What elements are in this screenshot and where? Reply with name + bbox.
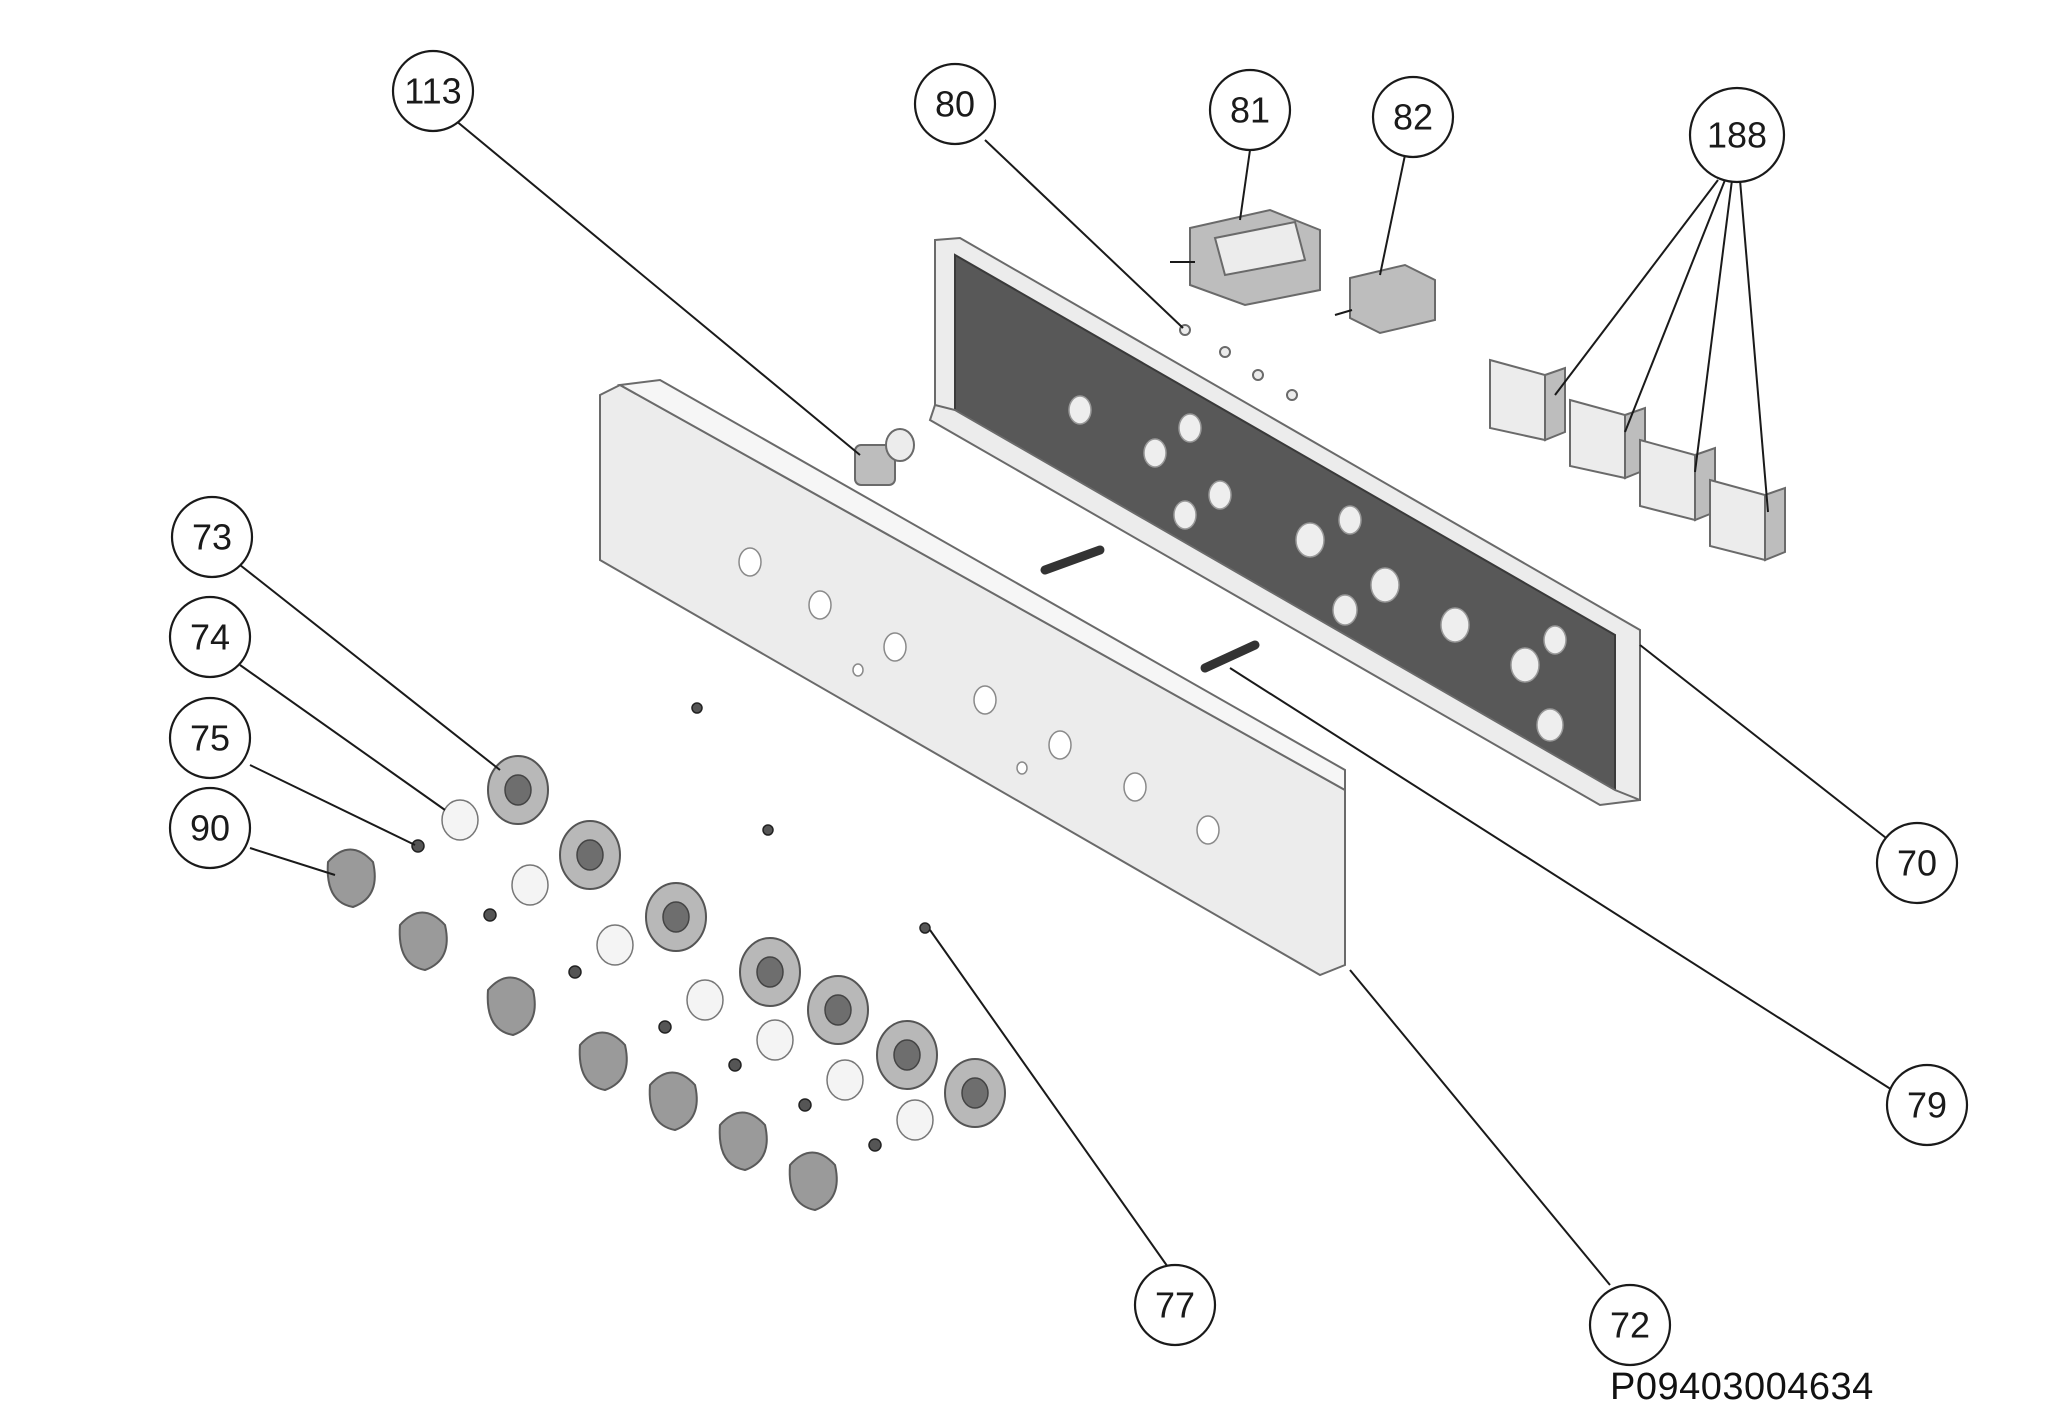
part-81-selector-switch [1170, 208, 1321, 307]
callout-79: 79 [1885, 1063, 1969, 1147]
callout-77-label: 77 [1155, 1285, 1195, 1326]
callout-188: 188 [1688, 86, 1786, 184]
small-screws [691, 702, 931, 934]
knob-assemblies [326, 755, 1006, 1212]
drawing-number: P09403004634 [1610, 1366, 1874, 1408]
part-113-switch [854, 428, 915, 486]
callout-77: 77 [1133, 1263, 1217, 1347]
leader-lines [239, 119, 1901, 1286]
rear-panel-bracket [928, 236, 1641, 807]
callout-82-label: 82 [1393, 97, 1433, 138]
callout-73: 73 [170, 495, 254, 579]
callout-90: 90 [168, 786, 252, 870]
bezel-rings [487, 755, 1006, 1128]
control-knobs [326, 848, 838, 1212]
callout-113-label: 113 [404, 71, 461, 112]
callout-73-label: 73 [192, 517, 232, 558]
part-188-switch-modules [1489, 358, 1786, 562]
callout-74-label: 74 [190, 617, 230, 658]
part-80-screws [1179, 324, 1298, 401]
knob-nuts [411, 839, 882, 1152]
front-panel-holes [738, 547, 1220, 845]
callout-80: 80 [913, 62, 997, 146]
front-control-panel [599, 378, 1346, 977]
part-82-thermostat [1334, 263, 1436, 335]
part-79-pins [1040, 545, 1260, 673]
callout-70: 70 [1875, 821, 1959, 905]
callout-75: 75 [168, 696, 252, 780]
callout-113: 113 [391, 49, 475, 133]
rear-panel-holes [1068, 395, 1567, 742]
callout-90-label: 90 [190, 808, 230, 849]
callout-81: 81 [1208, 68, 1292, 152]
knob-springs [441, 799, 934, 1141]
callout-79-label: 79 [1907, 1085, 1947, 1126]
callout-70-label: 70 [1897, 843, 1937, 884]
callout-72: 72 [1588, 1283, 1672, 1367]
callout-188-label: 188 [1707, 115, 1767, 156]
callout-80-label: 80 [935, 84, 975, 125]
callout-74: 74 [168, 595, 252, 679]
callout-81-label: 81 [1230, 90, 1270, 131]
callout-82: 82 [1371, 75, 1455, 159]
callout-75-label: 75 [190, 718, 230, 759]
callout-72-label: 72 [1610, 1305, 1650, 1346]
